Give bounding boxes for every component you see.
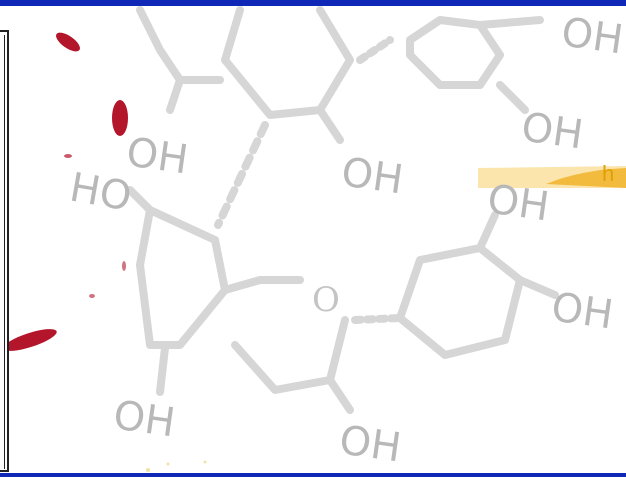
red-blob — [122, 261, 126, 271]
bond — [221, 6, 354, 119]
bond — [476, 211, 499, 252]
bond — [156, 344, 169, 396]
ring-oxygen-label: O — [312, 280, 340, 320]
bond — [326, 376, 354, 414]
bond — [406, 16, 504, 89]
speck — [146, 468, 150, 472]
hydroxyl-label: OH — [339, 149, 406, 203]
hydroxyl-label: OH — [559, 9, 626, 63]
hydroxyl-labels: OH OH OH HO OH OH OH OH OH — [66, 9, 626, 471]
bond — [351, 314, 404, 324]
bond — [496, 81, 529, 114]
bottom-frame-bar — [0, 473, 626, 477]
bond — [396, 244, 524, 359]
hydroxyl-label: OH — [124, 129, 191, 183]
highlight-strip: h — [478, 161, 626, 188]
left-frame-inner-line — [0, 35, 5, 469]
bond — [136, 6, 224, 84]
hydroxyl-label: OH — [549, 284, 616, 338]
bond — [516, 276, 559, 299]
hydroxyl-label: OH — [519, 104, 586, 158]
bond — [126, 186, 154, 214]
bond — [231, 316, 349, 394]
red-blob — [3, 329, 57, 351]
bond — [316, 106, 344, 144]
highlight-strip-core — [546, 168, 626, 188]
speck — [203, 460, 207, 464]
yellow-specks — [146, 460, 207, 472]
hydroxyl-label: HO — [66, 165, 135, 221]
red-blobs — [3, 32, 128, 351]
red-blob — [56, 32, 80, 52]
speck — [166, 462, 170, 466]
bond — [136, 206, 229, 349]
bond — [214, 121, 269, 229]
bond — [476, 16, 544, 29]
top-frame-bar — [0, 0, 626, 6]
left-frame — [0, 30, 9, 472]
bond — [166, 76, 184, 114]
red-blob — [112, 100, 128, 136]
highlight-strip-letter: h — [602, 161, 614, 186]
hydroxyl-label: OH — [111, 392, 178, 446]
bond — [221, 276, 304, 294]
hydroxyl-label: OH — [337, 417, 404, 471]
red-blob — [64, 154, 72, 158]
bond — [356, 36, 394, 64]
bond-lines — [126, 6, 559, 414]
red-blob — [89, 294, 95, 298]
hydroxyl-label: OH — [485, 176, 552, 230]
